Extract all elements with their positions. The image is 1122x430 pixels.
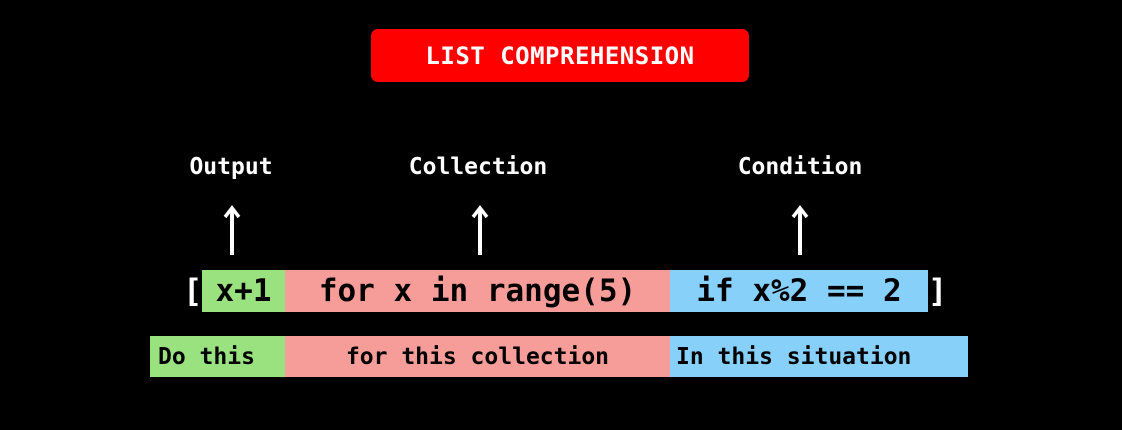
desc-condition: In this situation: [670, 336, 968, 377]
code-collection-expr: for x in range(5): [285, 270, 670, 312]
close-bracket: ]: [928, 272, 948, 310]
arrow-up-icon: [471, 205, 489, 255]
arrow-up-icon: [791, 205, 809, 255]
open-bracket: [: [183, 272, 203, 310]
desc-collection: for this collection: [285, 336, 670, 377]
desc-output: Do this: [150, 336, 285, 377]
title-badge: LIST COMPREHENSION: [371, 29, 749, 82]
code-condition-expr: if x%2 == 2: [670, 270, 928, 312]
arrow-up-icon: [223, 205, 241, 255]
label-condition: Condition: [737, 154, 863, 180]
diagram-title: LIST COMPREHENSION: [425, 41, 695, 70]
label-output: Output: [189, 154, 273, 180]
label-collection: Collection: [408, 154, 548, 180]
code-output-expr: x+1: [202, 270, 285, 312]
